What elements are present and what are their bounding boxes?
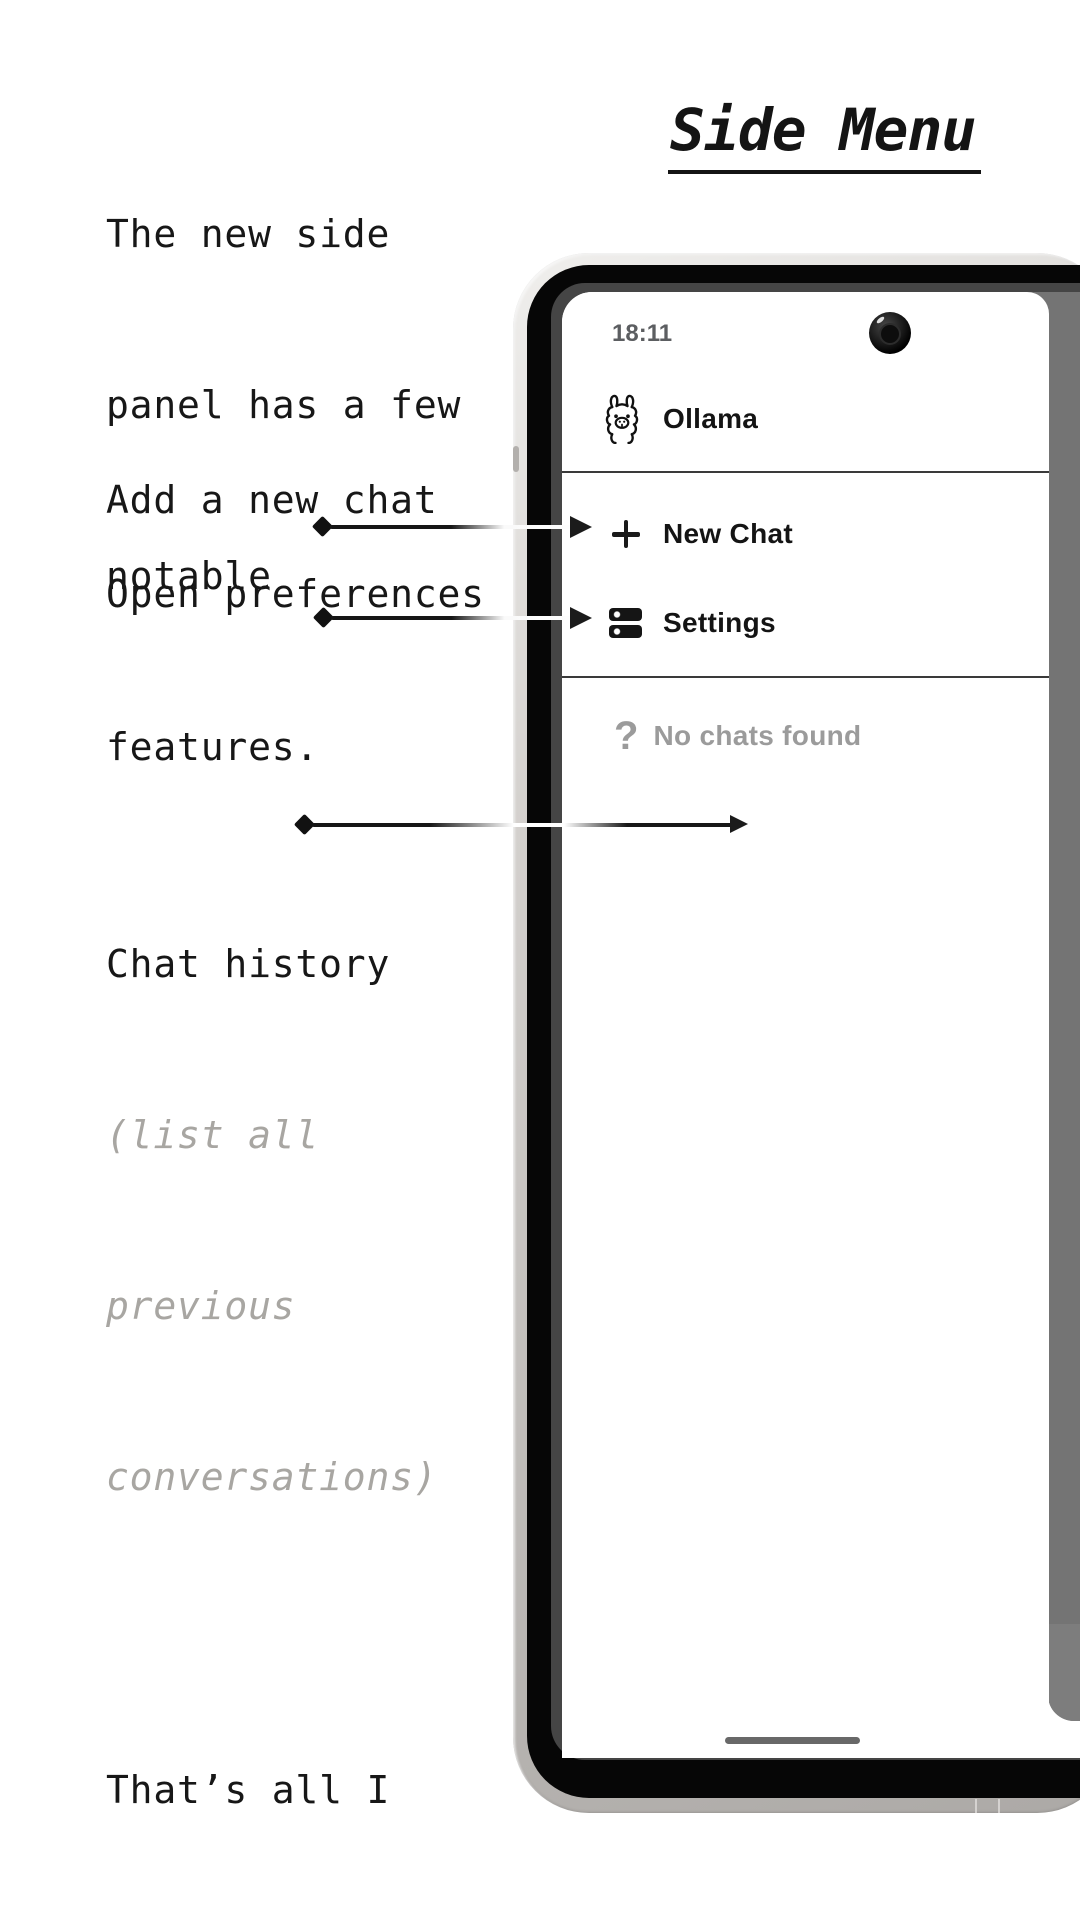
history-note-line: (list all (106, 1113, 320, 1157)
dimmed-background (1048, 292, 1080, 1721)
arrow-to-settings (331, 616, 572, 620)
dimmed-input-area (1048, 1624, 1080, 1721)
divider (562, 676, 1049, 678)
arrow-to-chat-history (312, 823, 732, 827)
history-label: Chat history (106, 942, 391, 986)
divider (562, 471, 1049, 473)
empty-chat-list: ? No chats found (562, 712, 1080, 760)
annotation-preferences: Open preferences (106, 572, 485, 616)
settings-icon (609, 608, 642, 638)
menu-item-label: Settings (663, 607, 776, 638)
navigation-handle[interactable] (725, 1737, 860, 1744)
phone-frame: 18:11 (513, 253, 1080, 1813)
page-title: Side Menu (668, 96, 982, 174)
plus-icon (612, 520, 640, 548)
menu-item-new-chat[interactable]: New Chat (562, 510, 1080, 558)
arrowhead-chat-history (730, 815, 748, 833)
camera-punch-hole (869, 312, 911, 354)
empty-state-label: No chats found (653, 720, 862, 751)
app-name: Ollama (663, 403, 759, 434)
screen-edge: 18:11 (551, 283, 1080, 1760)
intro-line: panel has a few (106, 383, 462, 427)
phone-screen: 18:11 (562, 292, 1080, 1758)
side-menu-drawer: 18:11 (562, 292, 1049, 1758)
llama-icon (605, 394, 639, 444)
arrowhead-new-chat (570, 516, 592, 538)
arrowhead-settings (570, 607, 592, 629)
intro-line: notable (106, 554, 272, 598)
phone-side-button (513, 446, 519, 472)
intro-note: The new side panel has a few notable fea… (106, 92, 461, 890)
annotation-outro: That’s all I have to say. Have fun! (106, 1648, 390, 1924)
menu-item-label: New Chat (663, 518, 793, 549)
arrow-to-new-chat (330, 525, 572, 529)
menu-item-settings[interactable]: Settings (562, 599, 1080, 647)
annotation-new-chat: Add a new chat (106, 478, 438, 522)
status-bar-clock: 18:11 (612, 320, 673, 347)
drawer-header: Ollama (603, 392, 758, 446)
history-note-line: previous (106, 1284, 296, 1328)
phone-bezel: 18:11 (527, 265, 1080, 1798)
history-note-line: conversations) (106, 1455, 438, 1499)
antenna-seam (998, 1799, 1000, 1813)
antenna-seam (975, 1799, 977, 1813)
outro-line: That’s all I (106, 1768, 391, 1812)
annotation-history: Chat history (list all previous conversa… (106, 822, 438, 1620)
question-icon: ? (614, 714, 639, 758)
intro-line: features. (106, 725, 320, 769)
intro-line: The new side (106, 212, 391, 256)
